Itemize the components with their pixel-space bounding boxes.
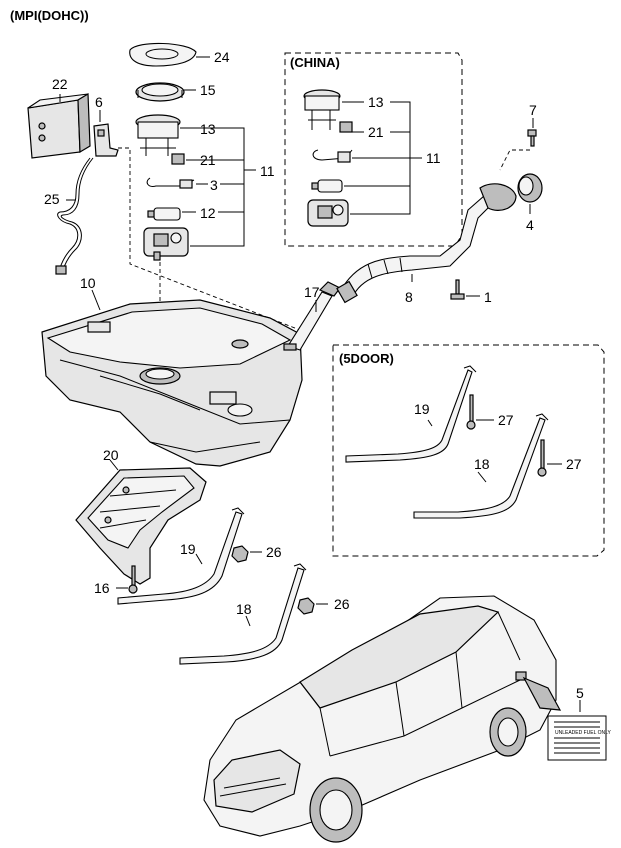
diagram-title: (MPI(DOHC))	[10, 8, 89, 23]
china-fuel-pump-module	[303, 89, 353, 133]
callout-11: 11	[260, 163, 275, 179]
five-door-callout-18: 18	[474, 456, 490, 472]
strap-19	[117, 507, 245, 605]
screw-7	[527, 129, 537, 147]
callout-4: 4	[526, 217, 534, 233]
nut-26a	[231, 545, 249, 563]
callout-26b: 26	[334, 596, 350, 612]
five-door-callout-27b: 27	[566, 456, 582, 472]
china-fuel-pump	[311, 179, 343, 193]
china-fuel-filter	[307, 199, 349, 227]
lock-ring-15	[135, 82, 185, 102]
callout-19: 19	[180, 541, 196, 557]
five-door-strap-19	[345, 365, 477, 463]
clip-21	[171, 153, 185, 165]
china-section-frame	[284, 52, 463, 247]
five-door-section-frame	[332, 344, 605, 557]
fuel-cap-4	[517, 173, 543, 203]
five-door-section: (5DOOR) 19 27 18 27	[332, 344, 605, 557]
heat-shield-20	[75, 467, 207, 585]
five-door-section-heading: (5DOOR)	[339, 351, 394, 366]
china-callout-21: 21	[368, 124, 384, 140]
china-callout-11: 11	[426, 150, 441, 166]
bolt-16	[128, 565, 138, 594]
callout-10: 10	[80, 275, 96, 291]
callout-1: 1	[484, 289, 492, 305]
five-door-bolt-27a	[466, 394, 476, 430]
bolt-1	[450, 279, 465, 300]
china-section: (CHINA) 13 21 11	[284, 52, 463, 247]
filler-pipe-8	[336, 183, 517, 304]
bracket-6	[93, 123, 119, 157]
callout-6: 6	[95, 94, 103, 110]
callout-25: 25	[44, 191, 60, 207]
china-sender-gauge	[312, 149, 353, 163]
china-callout-13: 13	[368, 94, 384, 110]
filler-hose-17	[283, 281, 341, 351]
callout-22: 22	[52, 76, 68, 92]
callout-5: 5	[576, 685, 584, 701]
vapor-hose-25	[55, 157, 94, 275]
canister-22	[27, 92, 91, 159]
china-section-heading: (CHINA)	[290, 55, 340, 70]
fuel-tank-10	[41, 299, 303, 467]
callout-20: 20	[103, 447, 119, 463]
callout-13: 13	[200, 121, 216, 137]
fuel-label-text: UNLEADED FUEL ONLY	[555, 730, 612, 736]
fuel-pump-12	[147, 207, 181, 221]
five-door-callout-19: 19	[414, 401, 430, 417]
callout-12: 12	[200, 205, 216, 221]
callout-24: 24	[214, 49, 230, 65]
callout-18: 18	[236, 601, 252, 617]
strap-18	[179, 563, 307, 665]
callout-7: 7	[529, 102, 537, 118]
pump-cover-24	[129, 42, 197, 67]
fuel-label-5: UNLEADED FUEL ONLY	[547, 715, 612, 761]
five-door-bolt-27b	[537, 439, 547, 477]
sedan-car-illustration	[203, 595, 562, 843]
callout-8: 8	[405, 289, 413, 305]
callout-21: 21	[200, 152, 216, 168]
nut-26b	[297, 597, 315, 615]
callout-15: 15	[200, 82, 216, 98]
sender-gauge-3	[146, 177, 195, 189]
callout-17: 17	[304, 284, 320, 300]
five-door-strap-18	[413, 413, 549, 519]
fuel-pump-module-13	[135, 114, 181, 156]
fuel-filter-assembly	[143, 227, 189, 261]
callout-26a: 26	[266, 544, 282, 560]
five-door-callout-27a: 27	[498, 412, 514, 428]
callout-16: 16	[94, 580, 110, 596]
callout-3: 3	[210, 177, 218, 193]
